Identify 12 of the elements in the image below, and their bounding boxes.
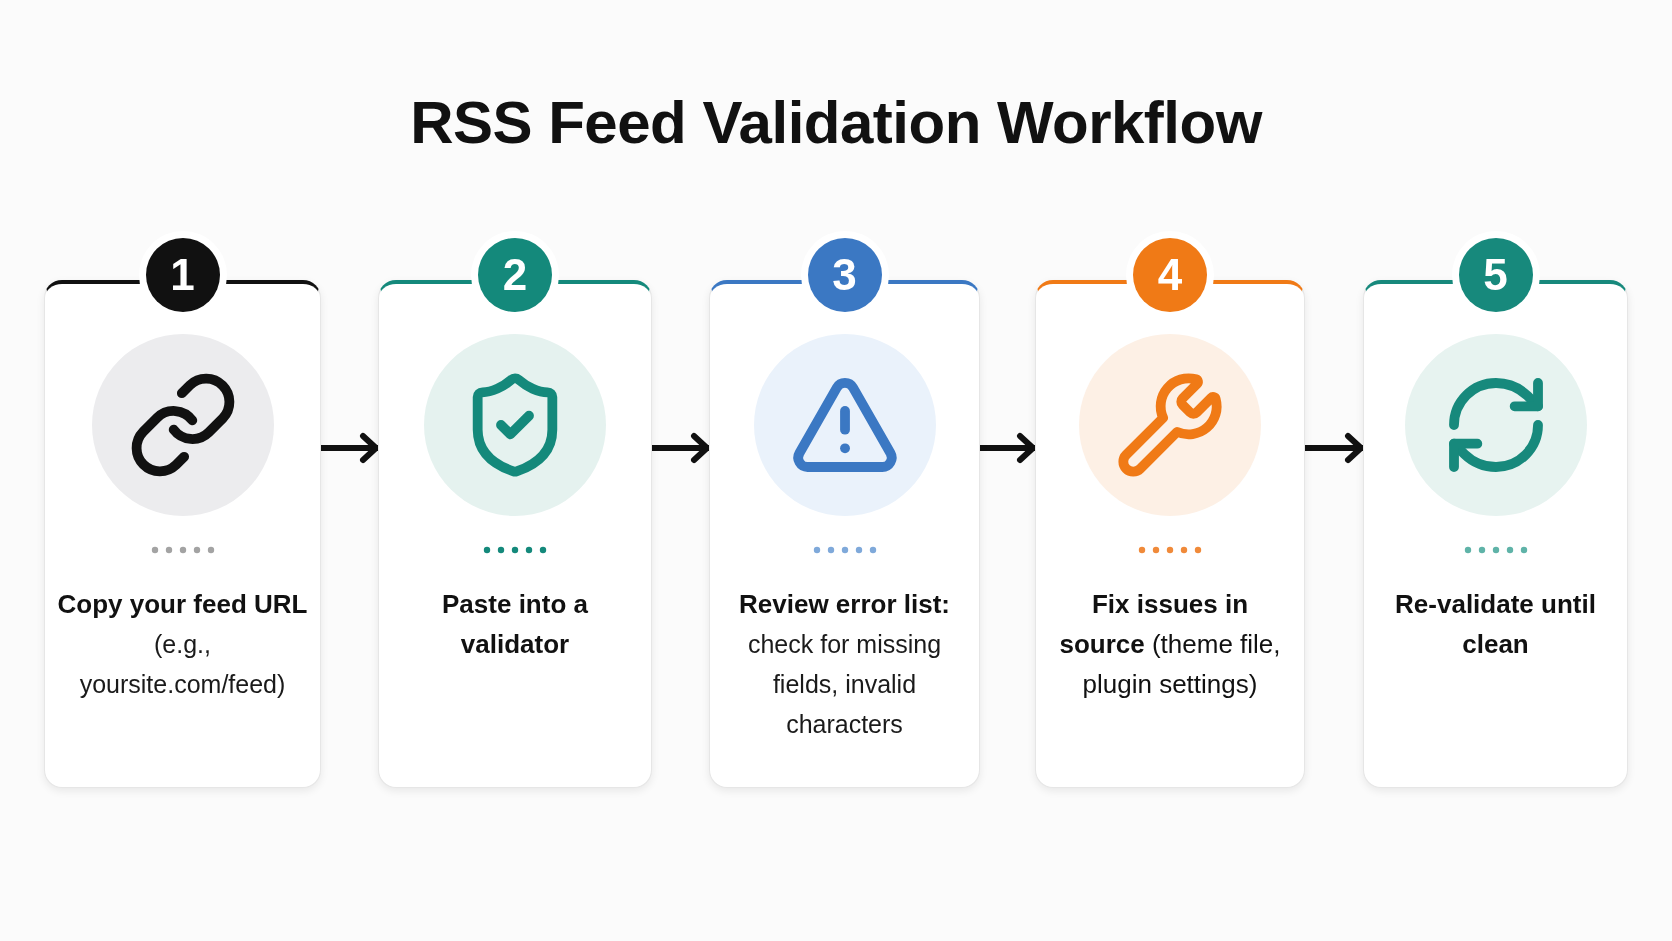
arrow bbox=[1305, 433, 1364, 463]
step-description: (e.g., yoursite.com/feed) bbox=[78, 629, 287, 700]
step-title: Review error list: bbox=[739, 588, 950, 621]
step-title: Copy your feed URL bbox=[57, 588, 308, 621]
arrow bbox=[321, 433, 379, 463]
step-title: Fix issues in source (theme file, plugin settings) bbox=[1058, 588, 1282, 701]
title: RSS Feed Validation Workflow bbox=[410, 88, 1262, 157]
step-description: check for missing fields, invalid characters bbox=[746, 629, 943, 740]
arrow bbox=[980, 433, 1036, 463]
step-title: Re-validate until clean bbox=[1394, 588, 1597, 661]
step-title: Paste into a validator bbox=[441, 588, 589, 661]
arrow bbox=[652, 433, 710, 463]
